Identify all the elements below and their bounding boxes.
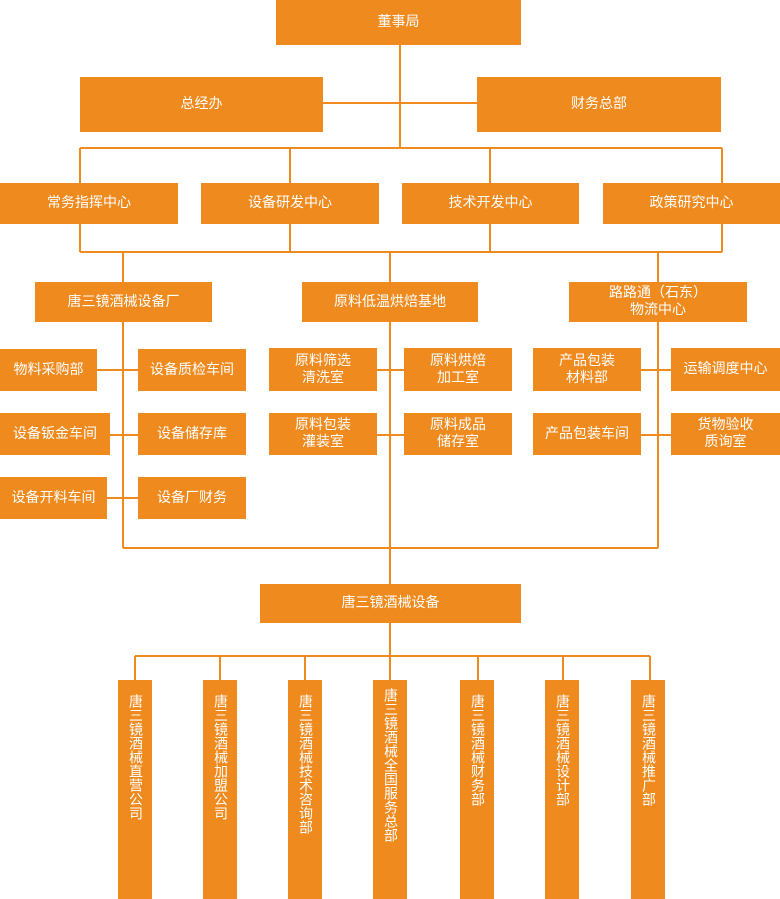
finance-hq-label: 财务总部 — [571, 96, 627, 112]
roast-base-label: 原料低温烘焙基地 — [334, 293, 446, 310]
subsidiary-node: 唐三镜酒械推广部 — [631, 680, 665, 899]
subsidiary-node: 唐三镜酒械技术咨询部 — [288, 680, 322, 899]
center-node-command: 常务指挥中心 — [0, 183, 178, 224]
board-node: 董事局 — [276, 0, 521, 45]
logistics-dept-node: 产品包装 材料部 — [533, 348, 641, 391]
general-office-node: 总经办 — [80, 77, 323, 132]
logistics-dept-node: 产品包装车间 — [533, 413, 641, 455]
center-label: 常务指挥中心 — [47, 195, 131, 211]
dept-label: 原料筛选 清洗室 — [295, 352, 351, 386]
factory-dept-node: 设备开料车间 — [0, 477, 107, 519]
factory-node: 唐三镜酒械设备厂 — [35, 282, 212, 322]
center-label: 技术开发中心 — [448, 195, 533, 211]
factory-dept-node: 设备钣金车间 — [0, 413, 110, 455]
factory-dept-node: 设备质检车间 — [138, 349, 246, 391]
dept-label: 运输调度中心 — [683, 361, 768, 377]
finance-hq-node: 财务总部 — [477, 77, 721, 132]
subsidiary-label: 唐三镜酒械加盟公司 — [212, 694, 228, 820]
subsidiary-node: 唐三镜酒械全国服务总部 — [373, 680, 407, 899]
dept-label: 产品包装 材料部 — [559, 352, 615, 386]
roast-dept-node: 原料烘焙 加工室 — [404, 348, 512, 391]
subsidiary-node: 唐三镜酒械直营公司 — [118, 680, 152, 899]
center-label: 政策研究中心 — [649, 195, 734, 211]
dept-label: 设备储存库 — [157, 425, 227, 442]
center-node-equipment-rd: 设备研发中心 — [201, 183, 379, 224]
dept-label: 设备开料车间 — [11, 489, 96, 506]
dept-label: 设备质检车间 — [150, 361, 234, 378]
subsidiary-node: 唐三镜酒械财务部 — [460, 680, 494, 899]
center-node-policy: 政策研究中心 — [603, 183, 780, 224]
center-node-tech-dev: 技术开发中心 — [402, 183, 579, 224]
subsidiary-node: 唐三镜酒械加盟公司 — [203, 680, 237, 899]
center-label: 设备研发中心 — [248, 195, 332, 211]
dept-label: 物料采购部 — [13, 361, 84, 378]
factory-label: 唐三镜酒械设备厂 — [67, 293, 180, 310]
board-label: 董事局 — [377, 14, 420, 30]
dept-label: 设备厂财务 — [157, 489, 227, 506]
dept-label: 货物验收 质询室 — [697, 417, 754, 450]
subsidiary-node: 唐三镜酒械设计部 — [545, 680, 579, 899]
dept-label: 设备钣金车间 — [13, 425, 97, 442]
roast-dept-node: 原料包装 灌装室 — [269, 413, 377, 455]
logistics-node: 路路通（石东） 物流中心 — [569, 282, 747, 322]
subsidiary-label: 唐三镜酒械全国服务总部 — [382, 688, 398, 842]
roast-dept-node: 原料成品 储存室 — [404, 413, 512, 455]
dept-label: 产品包装车间 — [545, 425, 629, 442]
logistics-label: 路路通（石东） 物流中心 — [609, 285, 707, 318]
company-node: 唐三镜酒械设备 — [260, 584, 521, 623]
subsidiary-label: 唐三镜酒械直营公司 — [127, 694, 143, 820]
subsidiary-label: 唐三镜酒械设计部 — [554, 694, 570, 806]
roast-dept-node: 原料筛选 清洗室 — [269, 348, 377, 391]
subsidiary-label: 唐三镜酒械技术咨询部 — [297, 694, 313, 834]
roast-base-node: 原料低温烘焙基地 — [302, 282, 478, 322]
dept-label: 原料烘焙 加工室 — [430, 352, 486, 386]
dept-label: 原料包装 灌装室 — [295, 417, 351, 450]
logistics-dept-node: 货物验收 质询室 — [671, 413, 780, 455]
subsidiary-label: 唐三镜酒械推广部 — [640, 694, 656, 806]
factory-dept-node: 设备厂财务 — [138, 477, 246, 519]
general-office-label: 总经办 — [180, 96, 223, 112]
factory-dept-node: 设备储存库 — [138, 413, 246, 455]
dept-label: 原料成品 储存室 — [430, 417, 486, 450]
factory-dept-node: 物料采购部 — [0, 349, 97, 391]
company-label: 唐三镜酒械设备 — [341, 595, 440, 611]
logistics-dept-node: 运输调度中心 — [671, 348, 780, 391]
subsidiary-label: 唐三镜酒械财务部 — [469, 694, 485, 806]
